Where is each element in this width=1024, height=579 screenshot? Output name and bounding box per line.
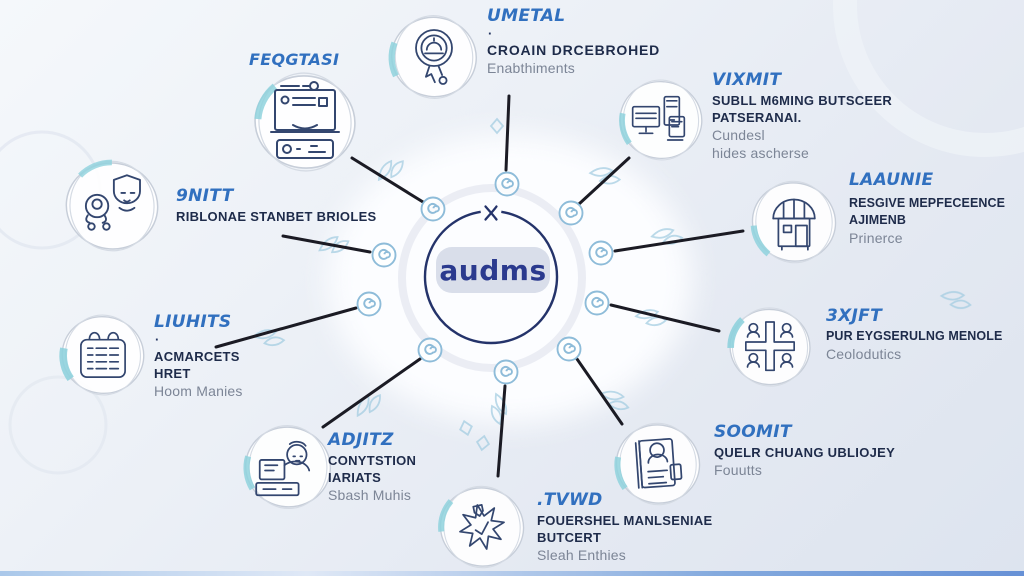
node-adjitz: ADJITZ CONYTSTION IARIATS Sbash Muhis	[328, 430, 416, 504]
node-vixmit-badge	[611, 70, 711, 170]
node-tvwd-badge	[430, 475, 534, 579]
two-people-icon	[65, 159, 159, 252]
node-liuhits: LIUHITS · ACMARCETS HRET Hoom Manies	[154, 312, 243, 400]
node-line: RESGIVE MEPFECEENCE	[849, 196, 1006, 210]
node-soomit: SOOMIT QUELR CHUANG UBLIOJEY Fouutts	[714, 422, 895, 479]
ring-glyphs	[356, 171, 614, 385]
node-line: Sbash Muhis	[328, 487, 412, 503]
node-soomit-badge	[606, 412, 710, 516]
star-seal-icon	[438, 485, 525, 569]
center-ring	[423, 210, 559, 345]
node-umetal-badge	[380, 3, 488, 111]
node-line: PUR EYGSERULNG MENOLE	[826, 329, 1003, 343]
node-line: FOUERSHEL MANLSENIAE	[537, 513, 713, 528]
person-desk-icon	[243, 424, 332, 510]
notepad-list-icon	[59, 314, 145, 396]
node-title: SOOMIT	[714, 422, 792, 442]
node-tvwd: .TVWD FOUERSHEL MANLSENIAE BUTCERT Sleah…	[537, 490, 713, 564]
node-line: Sleah Enthies	[537, 547, 626, 563]
node-line: QUELR CHUANG UBLIOJEY	[714, 445, 896, 460]
node-title: 9NITT	[176, 186, 234, 206]
node-line: Prinerce	[849, 230, 903, 246]
node-line: SUBLL M6MING BUTSCEER	[712, 93, 893, 108]
node-adjitz-badge	[235, 414, 341, 520]
node-title: UMETAL	[487, 6, 566, 26]
node-line: CONYTSTION	[328, 453, 417, 468]
node-title: .TVWD	[537, 490, 603, 510]
node-3xjft-badge	[720, 297, 820, 397]
center-x-mark	[484, 205, 498, 221]
bottom-accent-strip	[0, 571, 1024, 576]
node-line: IARIATS	[328, 470, 382, 485]
cross-people-icon	[727, 307, 811, 387]
clipboard-person-icon	[614, 422, 701, 506]
node-line: Cundesl	[712, 127, 765, 143]
node-line: Fouutts	[714, 462, 763, 478]
node-bullet: ·	[155, 332, 160, 347]
laptop-document-icon	[254, 72, 356, 172]
computer-workstation-icon	[619, 79, 703, 161]
node-title: FEQGTASI	[249, 50, 340, 69]
node-title: VIXMIT	[712, 70, 782, 90]
node-line: AJIMENB	[849, 213, 906, 227]
node-laaunie: LAAUNIE RESGIVE MEPFECEENCE AJIMENB Prin…	[849, 170, 1005, 247]
node-line: Ceolodutics	[826, 346, 902, 362]
node-line: Enabthiments	[487, 60, 576, 76]
node-title: ADJITZ	[328, 430, 394, 450]
node-9nitt: 9NITT RIBLONAE STANBET BRIOLES	[176, 186, 377, 225]
node-umetal: UMETAL · CROAIN DRCEBROHED Enabthiments	[487, 6, 660, 77]
node-feqgtasi: FEQGTASI	[249, 50, 339, 70]
award-medal-icon	[388, 15, 477, 99]
node-title: LIUHITS	[154, 312, 232, 332]
node-bullet: ·	[488, 26, 493, 41]
market-stall-icon	[750, 180, 837, 264]
node-line: RIBLONAE STANBET BRIOLES	[176, 209, 377, 224]
node-9nitt-badge	[56, 150, 168, 262]
connector-lines	[214, 94, 745, 478]
node-line: BUTCERT	[537, 530, 602, 545]
node-title: LAAUNIE	[849, 170, 934, 190]
node-title: 3XJFT	[826, 306, 882, 326]
node-laaunie-badge	[742, 170, 846, 274]
node-line: Hoom Manies	[154, 383, 243, 399]
node-line: CROAIN DRCEBROHED	[487, 42, 661, 58]
node-line: PATSERANAI.	[712, 110, 802, 125]
corner-swirl	[833, 0, 1024, 157]
node-liuhits-badge	[52, 304, 154, 406]
node-line: HRET	[154, 366, 191, 381]
node-line: hides ascherse	[712, 145, 809, 161]
node-vixmit: VIXMIT SUBLL M6MING BUTSCEER PATSERANAI.…	[712, 70, 892, 162]
decor-arc	[8, 375, 108, 475]
node-line: ACMARCETS	[154, 349, 240, 364]
inner-ring	[398, 184, 586, 372]
center-label: audms	[436, 247, 550, 293]
node-3xjft: 3XJFT PUR EYGSERULNG MENOLE Ceolodutics	[826, 306, 1002, 363]
node-feqgtasi-badge	[245, 62, 365, 182]
